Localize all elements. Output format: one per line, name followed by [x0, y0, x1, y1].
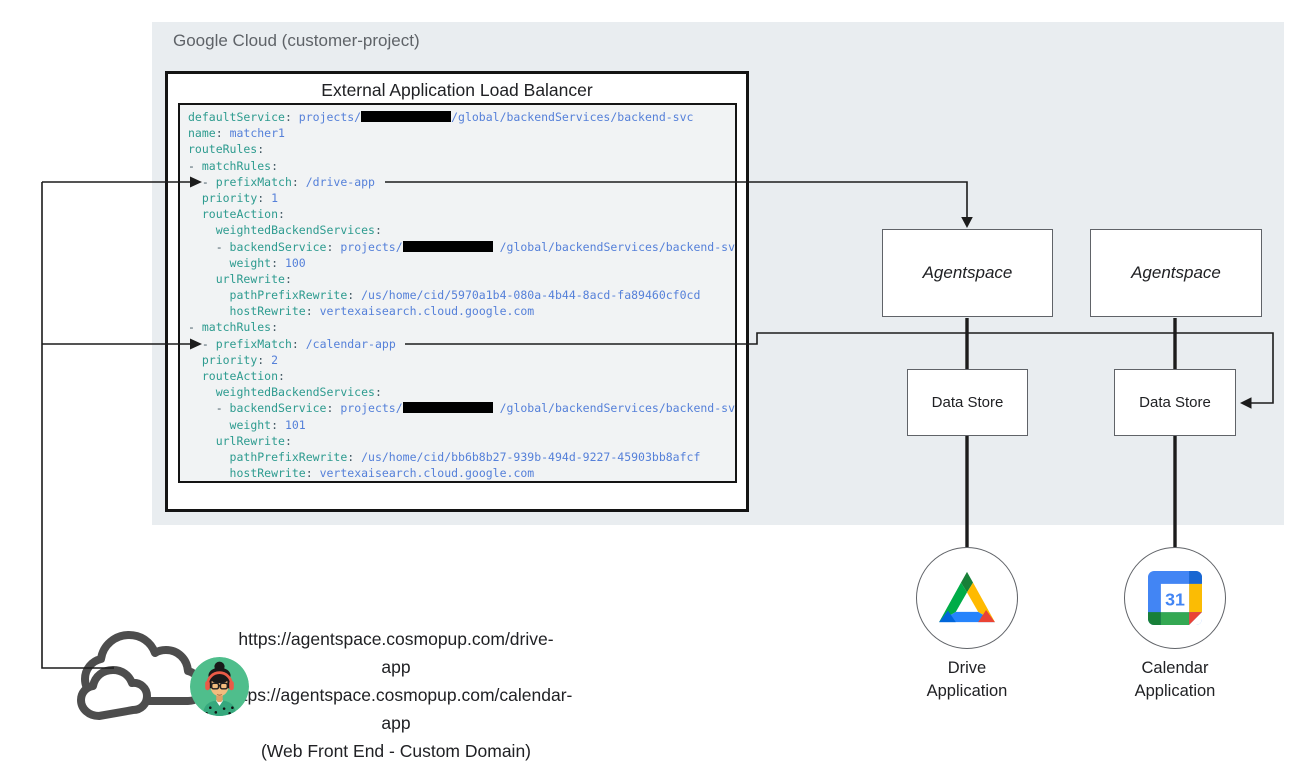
- calendar-application-circle: 31: [1124, 547, 1226, 649]
- calendar-application-label: Calendar Application: [1134, 659, 1216, 700]
- frontend-url-drive: https://agentspace.cosmopup.com/drive-ap…: [238, 629, 554, 677]
- redacted-project-id: [361, 111, 452, 122]
- frontend-caption: (Web Front End - Custom Domain): [260, 741, 532, 761]
- drive-application-label: Drive Application: [926, 659, 1008, 700]
- data-store-box-1: Data Store: [907, 369, 1028, 436]
- redacted-project-id: [402, 402, 493, 414]
- load-balancer-title: External Application Load Balancer: [321, 80, 593, 100]
- google-calendar-icon: 31: [1148, 571, 1202, 625]
- gcp-region-label: Google Cloud (customer-project): [173, 31, 420, 50]
- redacted-project-id: [402, 240, 493, 252]
- code-block: defaultService: projects//global/backend…: [188, 110, 737, 481]
- agentspace-label: Agentspace: [922, 263, 1013, 282]
- url-map-config-code: defaultService: projects//global/backend…: [178, 103, 737, 483]
- data-store-box-2: Data Store: [1114, 369, 1236, 436]
- drive-application-circle: [916, 547, 1018, 649]
- data-store-label: Data Store: [931, 394, 1004, 411]
- frontend-urls: https://agentspace.cosmopup.com/drive-ap…: [228, 625, 573, 765]
- calendar-day-number: 31: [1165, 589, 1185, 609]
- user-avatar-icon: [190, 657, 249, 716]
- agentspace-box-1: Agentspace: [882, 229, 1053, 317]
- frontend-url-calendar: https://agentspace.cosmopup.com/calendar…: [228, 685, 573, 733]
- agentspace-label: Agentspace: [1131, 263, 1221, 282]
- diagram-page: { "gcp_region": { "label": "Google Cloud…: [41, 22, 1284, 761]
- cloud-icon: [76, 624, 206, 724]
- data-store-label: Data Store: [1139, 394, 1211, 411]
- google-drive-icon: [939, 571, 995, 623]
- agentspace-box-2: Agentspace: [1090, 229, 1262, 317]
